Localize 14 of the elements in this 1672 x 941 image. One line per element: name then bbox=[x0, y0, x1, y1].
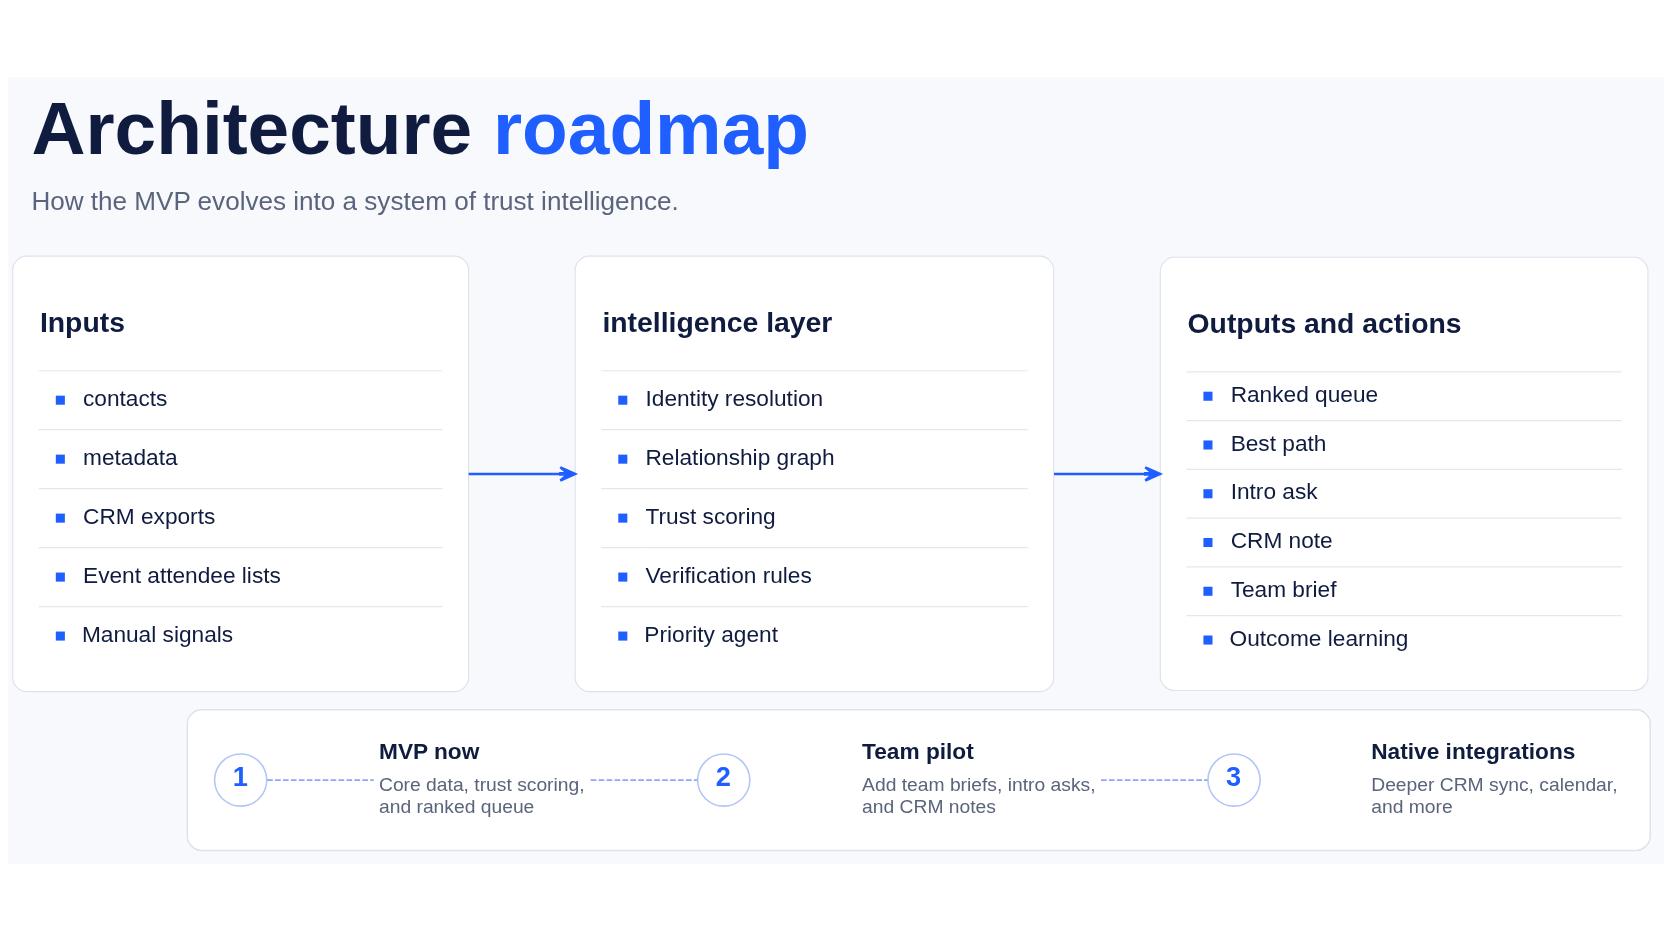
connector bbox=[266, 779, 375, 781]
connector bbox=[1100, 779, 1209, 781]
arrow bbox=[1054, 466, 1162, 482]
node-circle: 2 bbox=[696, 753, 751, 807]
node-text: Native integrations Deeper CRM sync, calendar, and more bbox=[1371, 737, 1618, 817]
node-text: Team pilot Add team briefs, intro asks, and CRM notes bbox=[862, 737, 1096, 817]
cluster bbox=[186, 709, 1651, 852]
diagram-title: Architecture roadmap bbox=[31, 85, 809, 170]
node-text: MVP now Core data, trust scoring, and ranked queue bbox=[379, 737, 585, 817]
caption: How the MVP evolves into a system of trust intelligence. bbox=[31, 186, 679, 217]
node-circle: 1 bbox=[213, 753, 268, 807]
connector bbox=[589, 779, 699, 781]
arrow bbox=[468, 466, 577, 482]
node-circle: 3 bbox=[1207, 753, 1261, 807]
